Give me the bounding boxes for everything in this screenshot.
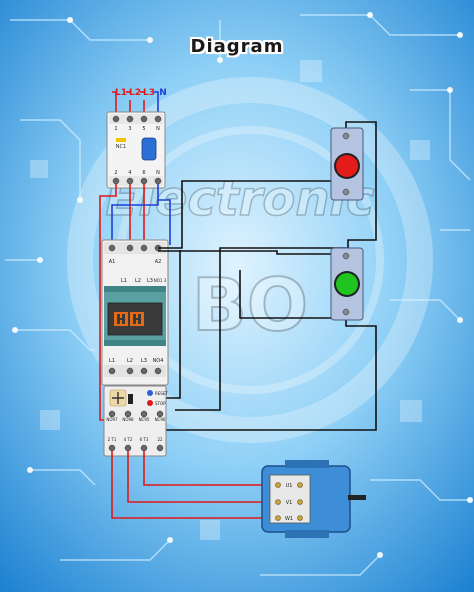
contactor: A1 L1 L2 L3 A2 NO1 3 L1 L2 L3 NO4 — [101, 239, 169, 386]
circuit-breaker: NC1 1 3 5 N 2 4 6 N — [106, 111, 166, 189]
breaker-top-3: 3 — [128, 126, 131, 132]
overload-aux-nc96: NC96 — [155, 417, 166, 422]
overload-aux-nc95: NC95 — [139, 417, 150, 422]
overload-out-t3: 6 T3 — [140, 437, 149, 442]
contactor-label-l3-bottom: L3 — [141, 358, 147, 364]
overload-relay: RESET STOP NO97 NO98 NC95 NC96 2 T1 4 T2… — [103, 385, 168, 457]
overload-stop-switch[interactable] — [128, 394, 133, 404]
breaker-bottom-n: N — [156, 170, 160, 176]
overload-reset-button[interactable] — [147, 390, 153, 396]
contactor-label-l3-top: L3 — [147, 278, 153, 284]
contactor-label-l1-top: L1 — [121, 278, 127, 284]
motor: U1 V1 W1 — [261, 460, 366, 538]
breaker-top-n: N — [156, 126, 160, 132]
overload-out-22: 22 — [157, 437, 163, 442]
overload-out-t1: 2 T1 — [108, 437, 117, 442]
overload-stop-button[interactable] — [147, 400, 153, 406]
green-lamp-light — [336, 273, 358, 295]
breaker-tag: NC1 — [116, 144, 126, 150]
breaker-toggle[interactable] — [141, 137, 157, 161]
supply-label-l3: L3 — [143, 88, 155, 98]
contactor-label-l2-bottom: L2 — [127, 358, 133, 364]
supply-labels: L1 L2 L3 N — [115, 88, 167, 98]
contactor-aux-top: NO1 3 — [154, 278, 167, 283]
contactor-label-l1-bottom: L1 — [109, 358, 115, 364]
supply-label-l2: L2 — [129, 88, 141, 98]
overload-aux-no98: NO98 — [122, 417, 134, 422]
supply-label-l1: L1 — [115, 88, 127, 98]
red-pilot-lamp — [330, 127, 364, 201]
contactor-label-a2: A2 — [155, 259, 162, 265]
motor-terminal-w1: W1 — [285, 516, 293, 522]
overload-out-t2: 4 T2 — [124, 437, 133, 442]
diagram-title: Diagram — [190, 36, 284, 57]
contactor-label-l2-top: L2 — [135, 278, 141, 284]
red-lamp-light — [336, 155, 358, 177]
green-pilot-lamp — [330, 247, 364, 321]
overload-aux-no97: NO97 — [106, 417, 118, 422]
supply-label-n: N — [159, 88, 167, 98]
breaker-top-5: 5 — [142, 126, 145, 132]
watermark-text-bottom: BO — [192, 263, 308, 347]
breaker-bottom-4: 4 — [128, 170, 131, 176]
breaker-bottom-2: 2 — [114, 170, 117, 176]
breaker-top-1: 1 — [114, 126, 117, 132]
contactor-label-no4: NO4 — [153, 358, 164, 364]
motor-terminal-u1: U1 — [286, 483, 293, 489]
overload-stop-label: STOP — [155, 401, 166, 406]
contactor-label-a1: A1 — [109, 259, 116, 265]
overload-reset-label: RESET — [155, 391, 168, 396]
motor-terminal-v1: V1 — [286, 500, 293, 506]
breaker-bottom-6: 6 — [142, 170, 145, 176]
motor-power-wires — [111, 451, 276, 519]
